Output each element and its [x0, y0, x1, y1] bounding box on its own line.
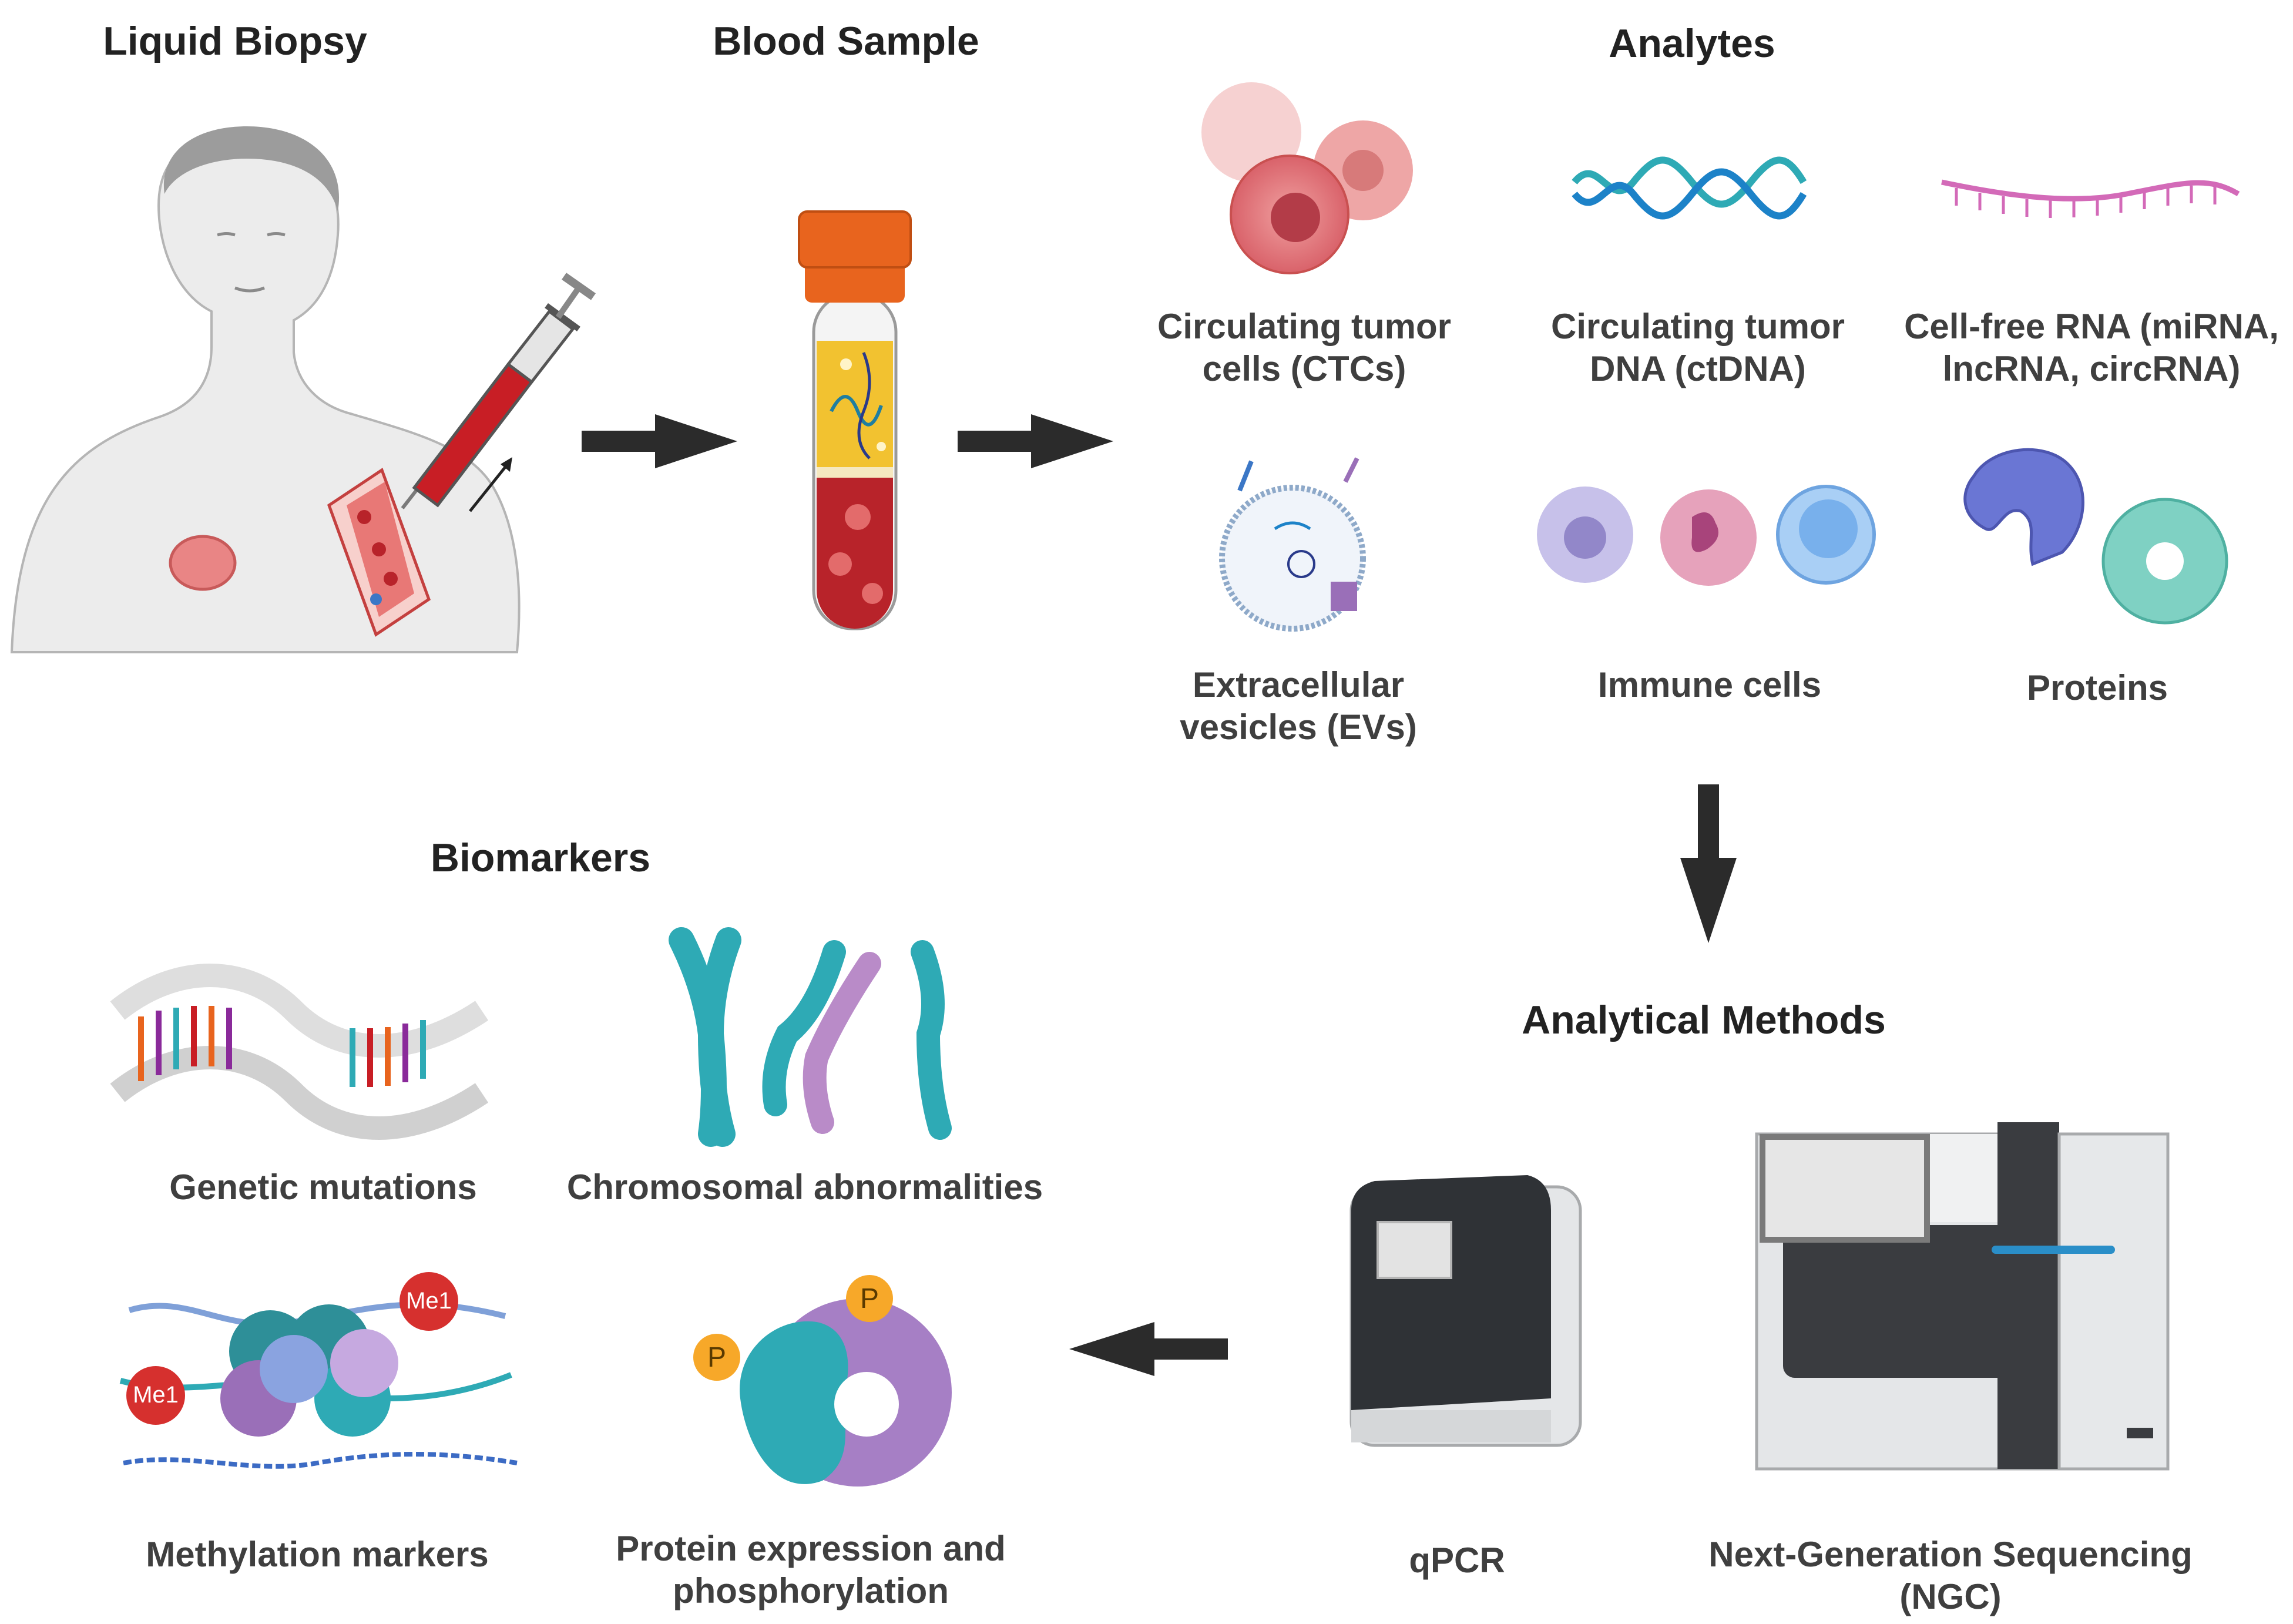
vein-arm-inset-icon: [327, 468, 431, 637]
chromosomes-icon: [669, 927, 952, 1147]
label-ngs: Next-Generation Sequencing(NGC): [1708, 1535, 2193, 1616]
ngs-sequencer-icon: [1755, 1122, 2170, 1471]
label-genetic-mutations: Genetic mutations: [169, 1167, 477, 1207]
small-arrow-icon: [469, 457, 512, 512]
me1-tag-left: Me1: [133, 1382, 179, 1408]
arrow-to-analytes: [958, 414, 1113, 468]
proteins-icon: [1963, 448, 2228, 625]
blood-tube-icon: [798, 210, 912, 630]
arrow-to-analytical-methods: [1680, 784, 1737, 943]
tumor-icon: [169, 535, 237, 591]
qpcr-machine-icon: [1349, 1175, 1582, 1447]
arrow-to-biomarkers: [1069, 1322, 1228, 1376]
heading-liquid-biopsy: Liquid Biopsy: [103, 19, 367, 63]
immune-cells-icon: [1537, 485, 1876, 586]
label-qpcr: qPCR: [1409, 1541, 1505, 1580]
nucleosome-methylation-icon: [119, 1272, 518, 1469]
heading-analytes: Analytes: [1609, 21, 1775, 66]
me1-tag-right: Me1: [406, 1288, 452, 1314]
label-proteins: Proteins: [2026, 668, 2168, 707]
extracellular-vesicle-icon: [1219, 457, 1366, 632]
p-tag-right: P: [860, 1283, 879, 1314]
label-methylation-markers: Methylation markers: [146, 1535, 489, 1574]
dna-mutations-icon: [110, 964, 489, 1140]
rna-strand-icon: [1941, 179, 2240, 218]
heading-analytical-methods: Analytical Methods: [1522, 998, 1886, 1042]
label-immune-cells: Immune cells: [1597, 665, 1822, 704]
ctc-cells-icon: [1201, 82, 1413, 274]
syringe-icon: [401, 273, 596, 509]
p-tag-left: P: [707, 1342, 726, 1373]
heading-blood-sample: Blood Sample: [713, 19, 979, 63]
label-chromosomal-abnormalities: Chromosomal abnormalities: [566, 1167, 1043, 1207]
methylation-tag-icon: [126, 1272, 458, 1425]
heading-biomarkers: Biomarkers: [430, 836, 651, 880]
phosphorylated-protein-icon: [693, 1275, 952, 1487]
label-cfrna: Cell-free RNA (miRNA,lncRNA, circRNA): [1904, 307, 2279, 388]
patient-illustration: [10, 126, 596, 653]
arrow-to-blood-sample: [582, 414, 737, 468]
dna-helix-icon: [1572, 156, 1807, 220]
